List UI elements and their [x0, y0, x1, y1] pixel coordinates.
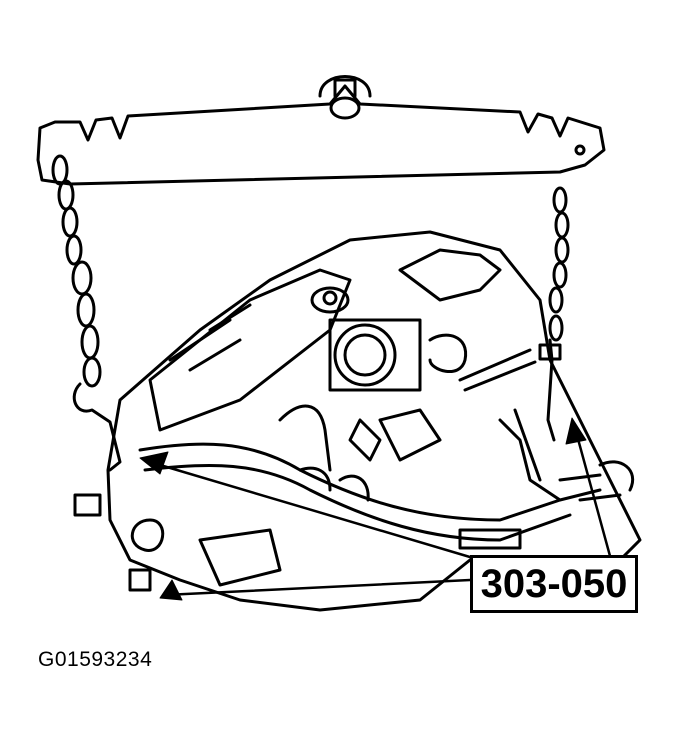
figure-id: G01593234	[38, 648, 153, 671]
tool-callout-label: 303-050	[470, 555, 638, 613]
lifting-bracket	[36, 75, 606, 186]
left-chain	[51, 154, 122, 472]
right-chain	[538, 186, 570, 442]
right-arrow	[565, 417, 612, 558]
engine-assembly	[73, 230, 642, 612]
left-arrow	[139, 451, 482, 601]
